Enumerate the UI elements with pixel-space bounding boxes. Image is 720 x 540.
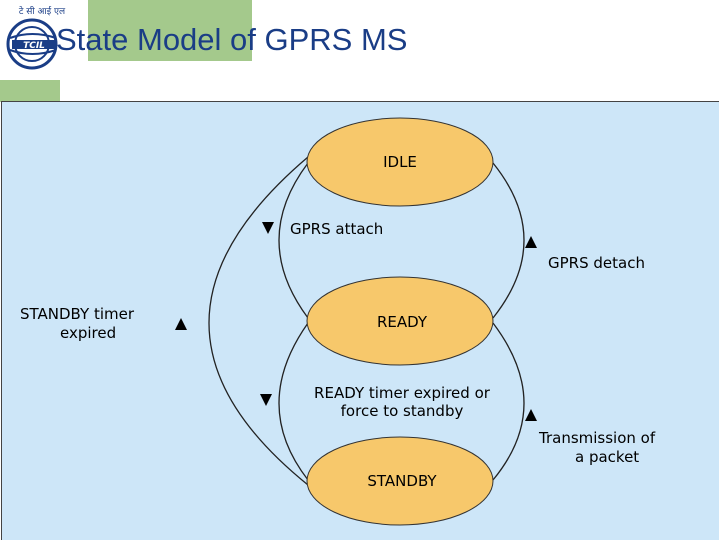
label-gprs-attach: GPRS attach	[290, 220, 383, 238]
label-transmission-line1: Transmission of	[538, 429, 656, 447]
state-idle-label: IDLE	[383, 153, 417, 171]
label-standby-timer-line2: expired	[60, 324, 116, 342]
tcil-logo-icon: TCIL टे सी आई एल	[6, 5, 66, 70]
state-standby-label: STANDBY	[367, 472, 437, 490]
transmission-arrow-icon	[525, 409, 537, 421]
gprs-detach-arc	[492, 162, 525, 319]
state-ready	[306, 276, 494, 366]
logo-text: TCIL	[23, 41, 45, 51]
label-transmission-line2: a packet	[575, 448, 639, 466]
standby-timer-arc	[208, 156, 309, 486]
side-accent-block	[0, 80, 60, 102]
page-title: State Model of GPRS MS	[56, 22, 408, 57]
ready-timer-arrow-icon	[260, 394, 272, 406]
state-ready-label: READY	[377, 313, 428, 331]
logo-devanagari: टे सी आई एल	[19, 5, 66, 17]
state-idle	[306, 117, 494, 207]
gprs-attach-arc	[278, 162, 309, 319]
transmission-arc	[492, 322, 525, 481]
gprs-attach-arrow-icon	[262, 222, 274, 234]
label-ready-timer-line2: force to standby	[341, 402, 464, 420]
label-ready-timer-line1: READY timer expired or	[314, 384, 491, 402]
standby-timer-arrow-icon	[175, 318, 187, 330]
label-gprs-detach: GPRS detach	[548, 254, 645, 272]
label-standby-timer-line1: STANDBY timer	[20, 305, 135, 323]
title-accent-block	[88, 0, 252, 61]
state-standby	[306, 436, 494, 526]
ready-timer-arc	[278, 322, 309, 481]
gprs-detach-arrow-icon	[525, 236, 537, 248]
